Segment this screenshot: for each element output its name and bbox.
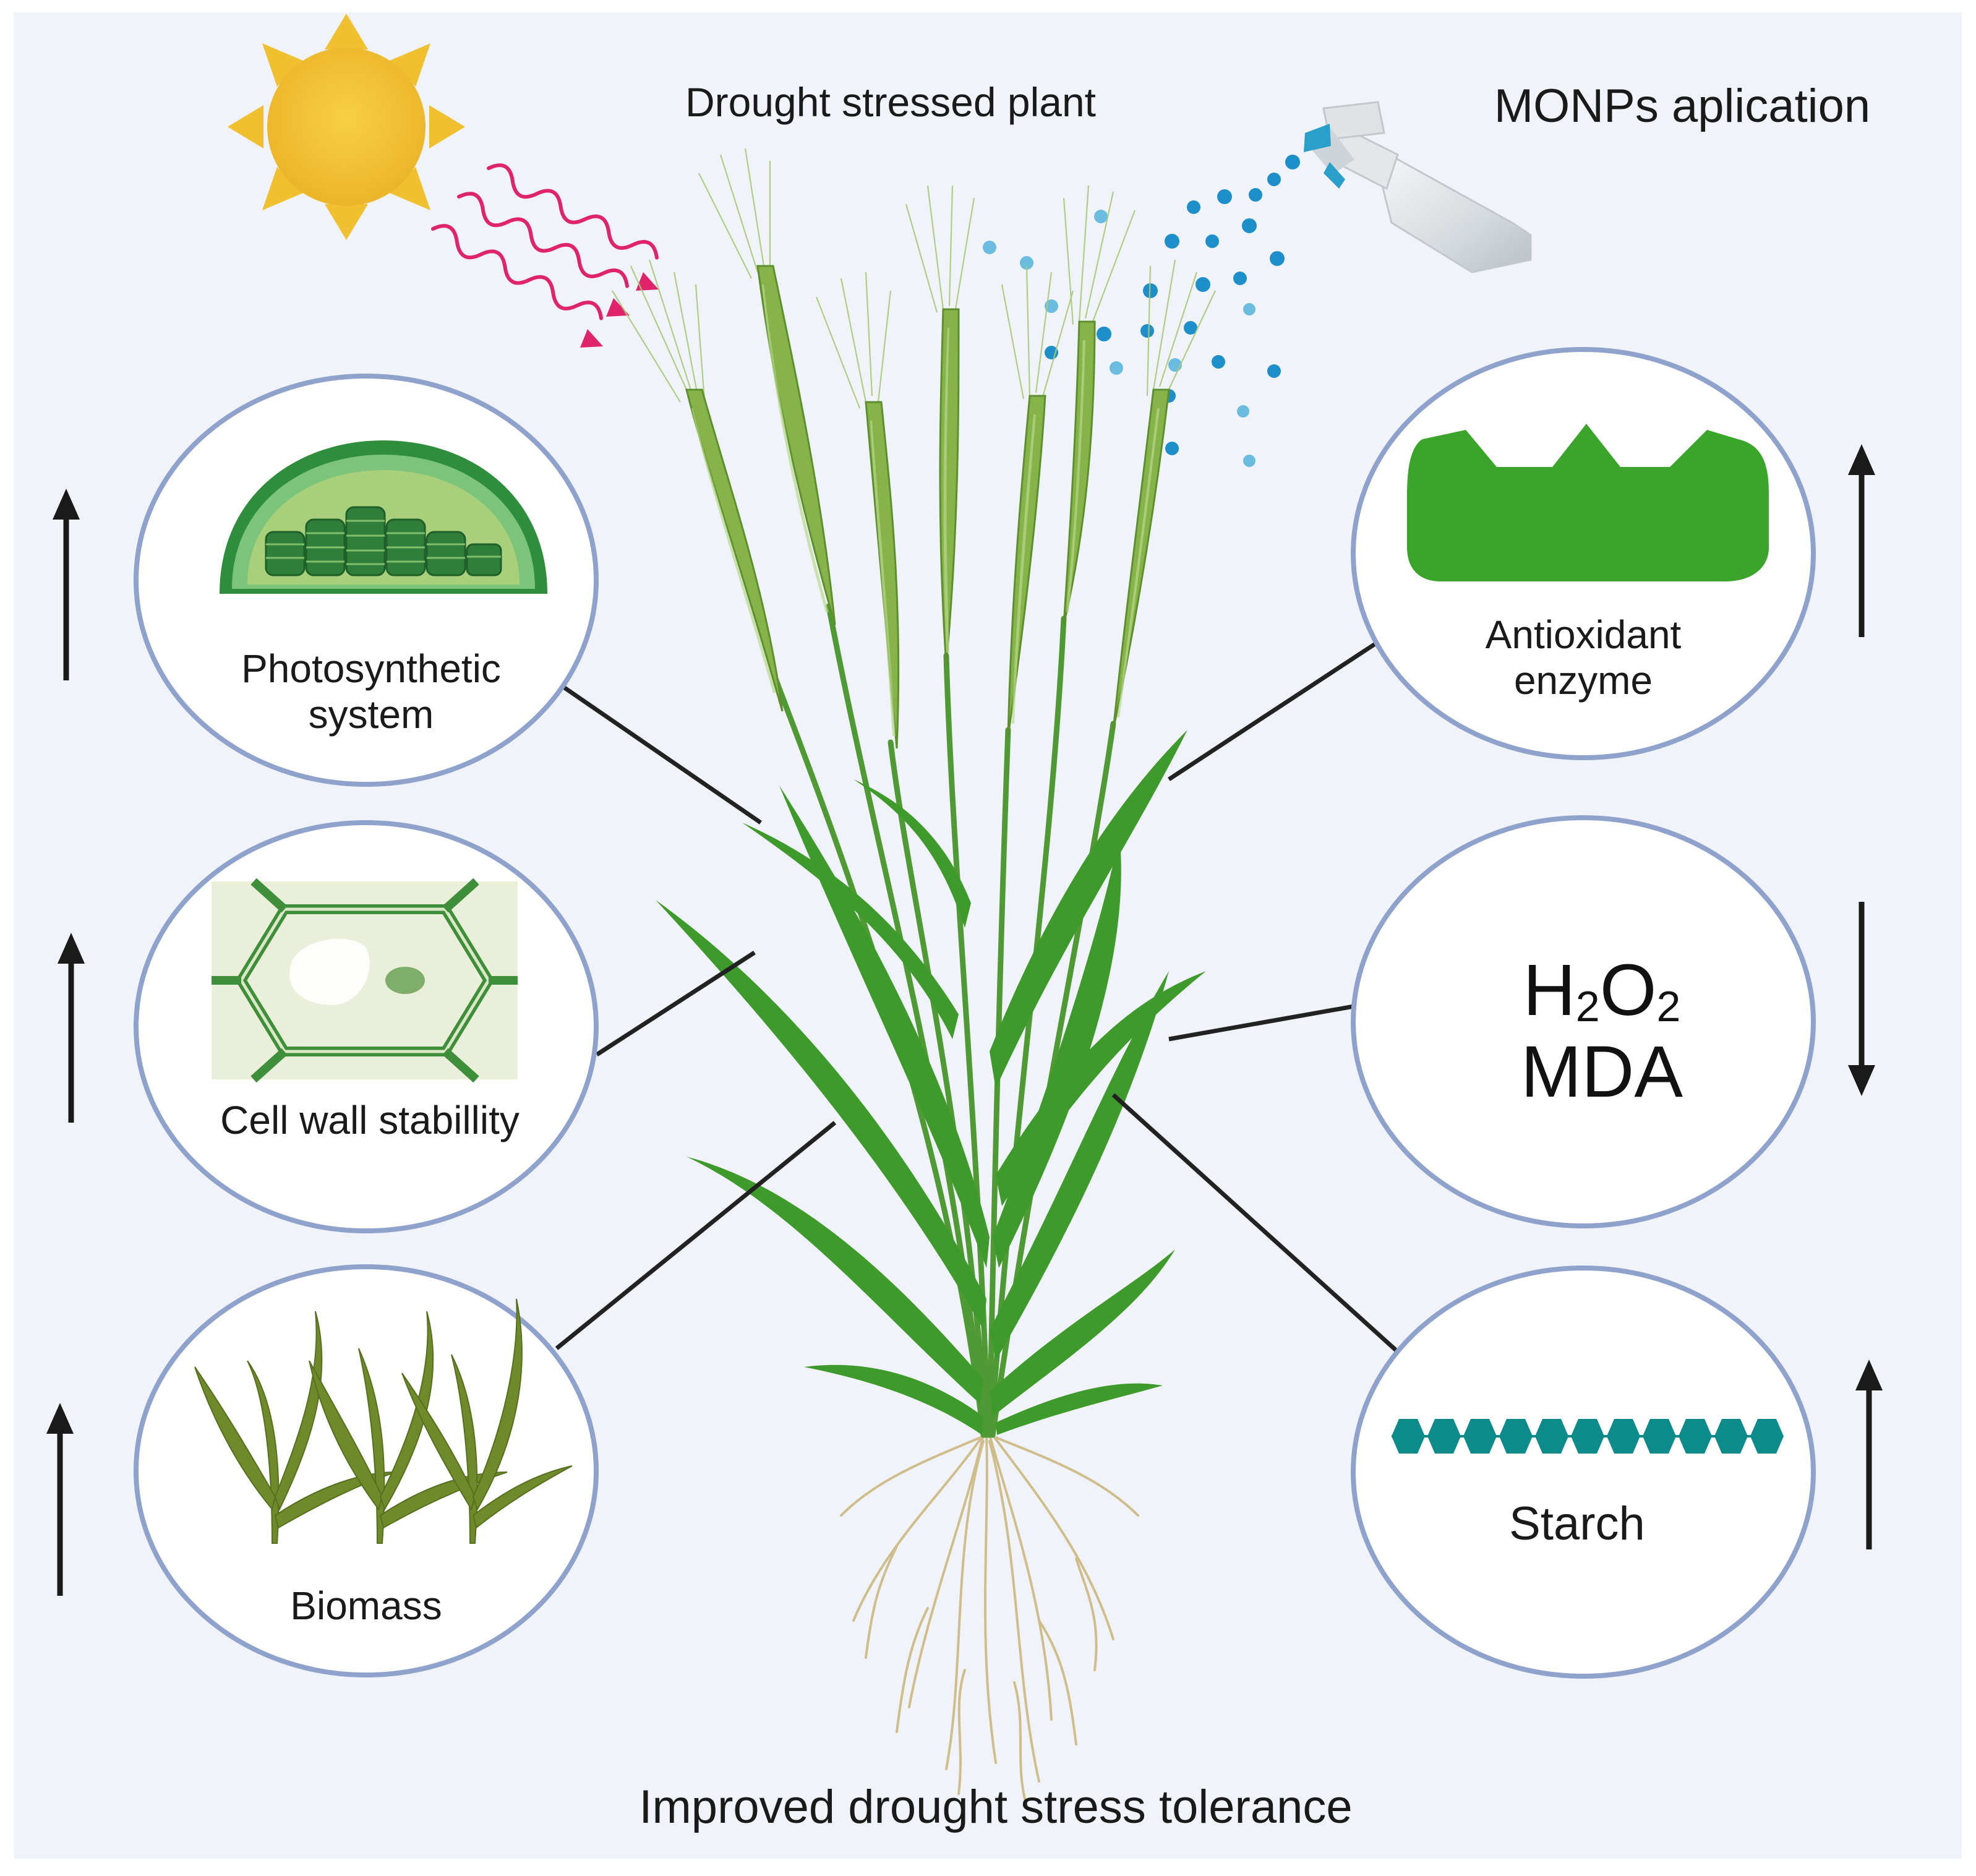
mda-label: MDA xyxy=(1520,1031,1683,1113)
photosynthetic-label: Photosynthetic system xyxy=(186,646,557,737)
nanoparticle-droplets-icon xyxy=(983,155,1300,467)
photosynthetic-label-line1: Photosynthetic xyxy=(241,646,501,691)
trend-arrow-antioxidant xyxy=(1848,444,1875,637)
application-title: MONPs aplication xyxy=(1494,80,1871,132)
ros-circle xyxy=(1351,815,1816,1228)
trend-arrow-starch xyxy=(1855,1360,1883,1549)
sunlight-rays-icon xyxy=(431,163,659,320)
photosynthetic-label-line2: system xyxy=(308,692,434,737)
conclusion-label: Improved drought stress tolerance xyxy=(639,1781,1353,1833)
cell-wall-label: Cell wall stabillity xyxy=(220,1098,520,1142)
starch-label: Starch xyxy=(1509,1497,1645,1550)
ros-label: H2O2 MDA xyxy=(1416,949,1787,1113)
h2o2-formula: H2O2 xyxy=(1523,949,1681,1031)
seedlings-icon xyxy=(194,1298,573,1544)
trend-arrow-ros xyxy=(1848,902,1875,1096)
starch-chain-icon xyxy=(1392,1419,1784,1454)
trend-arrow-cell-wall xyxy=(58,933,85,1123)
antioxidant-label-line1: Antioxidant xyxy=(1485,612,1682,657)
starch-circle xyxy=(1351,1266,1816,1679)
trend-arrow-biomass xyxy=(46,1403,74,1596)
chloroplast-icon xyxy=(220,440,547,594)
connector-lines xyxy=(555,641,1403,1356)
spray-bottle-icon xyxy=(1304,101,1532,273)
antioxidant-label: Antioxidant enzyme xyxy=(1398,612,1769,703)
trend-arrow-photosynthetic xyxy=(53,489,80,680)
enzyme-icon xyxy=(1407,424,1769,581)
biomass-label: Biomass xyxy=(290,1583,442,1628)
sun-icon xyxy=(228,14,465,240)
plant-cell-icon xyxy=(212,878,518,1083)
wheat-plant-icon xyxy=(612,148,1216,1807)
plant-title: Drought stressed plant xyxy=(685,79,1097,125)
antioxidant-label-line2: enzyme xyxy=(1513,657,1653,703)
